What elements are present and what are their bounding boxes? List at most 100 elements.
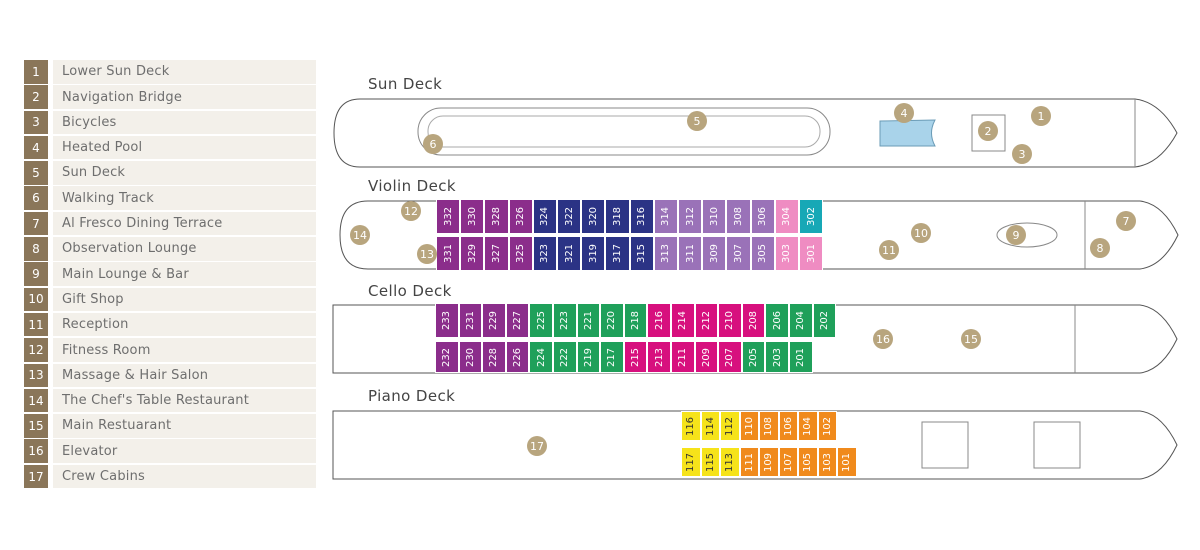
cabin-107[interactable]: 107 [778,447,798,477]
cabin-226[interactable]: 226 [505,341,530,373]
cabin-111[interactable]: 111 [739,447,759,477]
cabin-112[interactable]: 112 [720,411,740,441]
cabin-116[interactable]: 116 [681,411,701,441]
cabin-304[interactable]: 304 [774,199,799,234]
location-marker[interactable]: 14 [350,225,370,245]
location-marker[interactable]: 10 [911,223,931,243]
cabin-101[interactable]: 101 [837,447,857,477]
cabin-117[interactable]: 117 [681,447,701,477]
cabin-320[interactable]: 320 [581,199,606,234]
location-marker[interactable]: 7 [1116,211,1136,231]
cabin-230[interactable]: 230 [458,341,483,373]
cabin-332[interactable]: 332 [436,199,461,234]
cabin-305[interactable]: 305 [750,236,775,271]
cabin-318[interactable]: 318 [605,199,630,234]
cabin-104[interactable]: 104 [798,411,818,441]
cabin-229[interactable]: 229 [482,303,506,338]
cabin-317[interactable]: 317 [605,236,630,271]
cabin-214[interactable]: 214 [671,303,695,338]
cabin-108[interactable]: 108 [759,411,779,441]
cabin-321[interactable]: 321 [557,236,582,271]
location-marker[interactable]: 5 [687,111,707,131]
location-marker[interactable]: 3 [1012,144,1032,164]
cabin-231[interactable]: 231 [458,303,483,338]
cabin-212[interactable]: 212 [694,303,719,338]
cabin-312[interactable]: 312 [678,199,703,234]
cabin-326[interactable]: 326 [508,199,533,234]
cabin-218[interactable]: 218 [623,303,648,338]
cabin-203[interactable]: 203 [765,341,789,373]
cabin-302[interactable]: 302 [799,199,824,234]
location-marker[interactable]: 9 [1006,225,1026,245]
cabin-114[interactable]: 114 [700,411,720,441]
cabin-328[interactable]: 328 [484,199,509,234]
cabin-314[interactable]: 314 [653,199,678,234]
cabin-110[interactable]: 110 [739,411,759,441]
cabin-103[interactable]: 103 [817,447,837,477]
cabin-204[interactable]: 204 [789,303,813,338]
cabin-224[interactable]: 224 [529,341,553,373]
cabin-207[interactable]: 207 [718,341,742,373]
cabin-307[interactable]: 307 [726,236,751,271]
cabin-115[interactable]: 115 [700,447,720,477]
location-marker[interactable]: 8 [1090,238,1110,258]
location-marker[interactable]: 15 [961,329,981,349]
cabin-201[interactable]: 201 [789,341,813,373]
cabin-215[interactable]: 215 [623,341,648,373]
cabin-227[interactable]: 227 [505,303,530,338]
cabin-306[interactable]: 306 [750,199,775,234]
cabin-217[interactable]: 217 [600,341,624,373]
cabin-210[interactable]: 210 [718,303,742,338]
location-marker[interactable]: 6 [423,134,443,154]
cabin-220[interactable]: 220 [600,303,624,338]
cabin-216[interactable]: 216 [647,303,671,338]
cabin-232[interactable]: 232 [435,341,459,373]
cabin-225[interactable]: 225 [529,303,553,338]
cabin-213[interactable]: 213 [647,341,671,373]
cabin-309[interactable]: 309 [702,236,727,271]
cabin-311[interactable]: 311 [678,236,703,271]
location-marker[interactable]: 13 [417,244,437,264]
cabin-233[interactable]: 233 [435,303,459,338]
cabin-228[interactable]: 228 [482,341,506,373]
cabin-310[interactable]: 310 [702,199,727,234]
cabin-301[interactable]: 301 [799,236,824,271]
location-marker[interactable]: 12 [401,201,421,221]
cabin-331[interactable]: 331 [436,236,461,271]
cabin-327[interactable]: 327 [484,236,509,271]
cabin-330[interactable]: 330 [460,199,485,234]
cabin-102[interactable]: 102 [817,411,837,441]
location-marker[interactable]: 17 [527,436,547,456]
cabin-208[interactable]: 208 [741,303,766,338]
cabin-324[interactable]: 324 [532,199,557,234]
cabin-315[interactable]: 315 [629,236,654,271]
cabin-316[interactable]: 316 [629,199,654,234]
location-marker[interactable]: 4 [894,103,914,123]
cabin-313[interactable]: 313 [653,236,678,271]
cabin-number: 323 [539,243,551,264]
cabin-223[interactable]: 223 [553,303,577,338]
cabin-319[interactable]: 319 [581,236,606,271]
cabin-219[interactable]: 219 [576,341,601,373]
cabin-105[interactable]: 105 [798,447,818,477]
cabin-323[interactable]: 323 [532,236,557,271]
cabin-209[interactable]: 209 [694,341,719,373]
cabin-329[interactable]: 329 [460,236,485,271]
cabin-109[interactable]: 109 [759,447,779,477]
location-marker[interactable]: 1 [1031,106,1051,126]
cabin-106[interactable]: 106 [778,411,798,441]
cabin-205[interactable]: 205 [741,341,766,373]
cabin-202[interactable]: 202 [812,303,837,338]
cabin-303[interactable]: 303 [774,236,799,271]
cabin-211[interactable]: 211 [671,341,695,373]
location-marker[interactable]: 11 [879,240,899,260]
cabin-308[interactable]: 308 [726,199,751,234]
cabin-322[interactable]: 322 [557,199,582,234]
cabin-221[interactable]: 221 [576,303,601,338]
cabin-325[interactable]: 325 [508,236,533,271]
cabin-113[interactable]: 113 [720,447,740,477]
cabin-222[interactable]: 222 [553,341,577,373]
location-marker[interactable]: 16 [873,329,893,349]
cabin-206[interactable]: 206 [765,303,789,338]
location-marker[interactable]: 2 [978,121,998,141]
